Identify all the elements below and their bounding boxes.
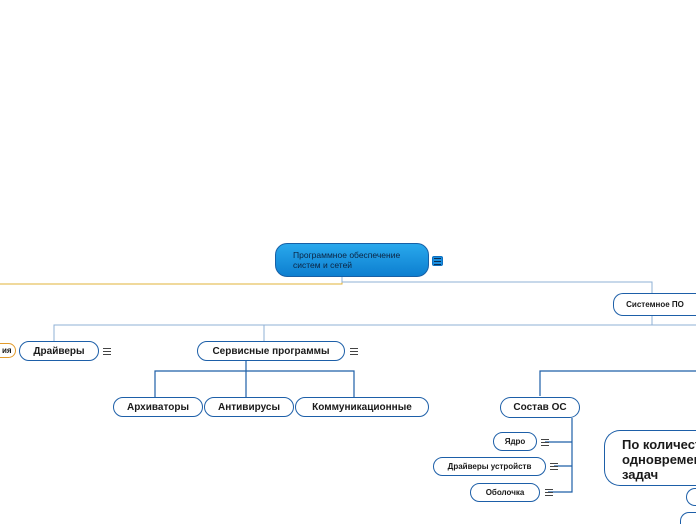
connector-system-bus	[53, 316, 653, 341]
connector-os-branch	[539, 370, 696, 396]
connector-root-left-branch	[0, 276, 343, 285]
device-drivers-menu-icon[interactable]	[550, 463, 558, 470]
service-programs-menu-icon[interactable]	[350, 348, 358, 355]
drivers-menu-icon[interactable]	[103, 348, 111, 355]
node-left-cut[interactable]: ия	[0, 343, 16, 358]
node-archivers[interactable]: Архиваторы	[113, 397, 203, 417]
root-topic-line1: Программное обеспечение	[293, 250, 401, 260]
node-antiviruses[interactable]: Антивирусы	[204, 397, 294, 417]
node-device-drivers[interactable]: Драйверы устройств	[433, 457, 546, 476]
node-drivers[interactable]: Драйверы	[19, 341, 99, 361]
root-menu-icon[interactable]	[432, 256, 443, 266]
node-tasks-count[interactable]: По количест одновремен задач	[604, 430, 696, 486]
root-topic[interactable]: Программное обеспечение систем и сетей	[275, 243, 429, 277]
node-os-composition[interactable]: Состав ОС	[500, 397, 580, 418]
connector-service-children	[154, 361, 355, 397]
connector-root-system	[341, 276, 653, 293]
tasks-count-line2: одновремен	[622, 452, 696, 467]
kernel-menu-icon[interactable]	[541, 439, 549, 446]
node-service-programs[interactable]: Сервисные программы	[197, 341, 345, 361]
tasks-count-line1: По количест	[622, 437, 696, 452]
shell-menu-icon[interactable]	[545, 489, 553, 496]
root-topic-line2: систем и сетей	[293, 260, 353, 270]
tasks-count-line3: задач	[622, 467, 659, 482]
node-communication[interactable]: Коммуникационные	[295, 397, 429, 417]
connector-os-children	[545, 418, 573, 493]
node-tasks-child-cut-2[interactable]	[680, 512, 696, 524]
node-shell[interactable]: Оболочка	[470, 483, 540, 502]
node-system-software[interactable]: Системное ПО	[613, 293, 696, 316]
node-kernel[interactable]: Ядро	[493, 432, 537, 451]
